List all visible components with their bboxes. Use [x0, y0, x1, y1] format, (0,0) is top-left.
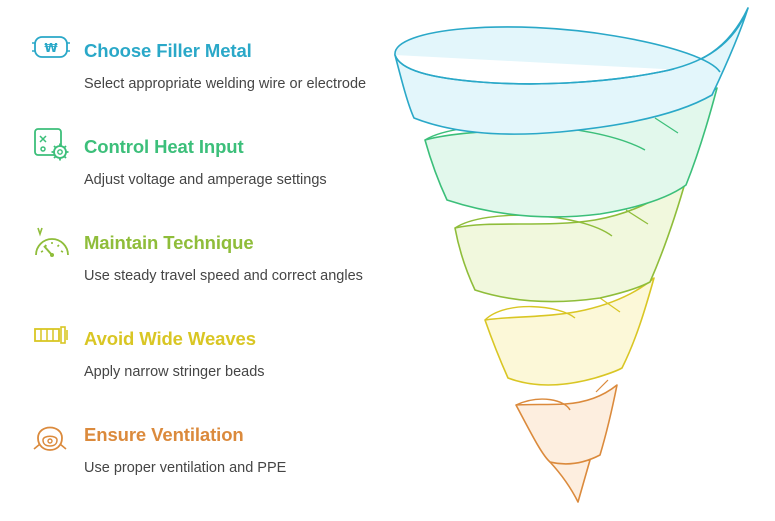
- step-title: Avoid Wide Weaves: [84, 328, 256, 349]
- funnel-tip: [549, 459, 591, 503]
- svg-text:₩: ₩: [44, 41, 58, 55]
- step-description: Use proper ventilation and PPE: [84, 460, 287, 476]
- step-description: Adjust voltage and amperage settings: [84, 172, 327, 188]
- step-maintain-technique: Maintain Technique Use steady travel spe…: [30, 224, 390, 304]
- step-title: Maintain Technique: [84, 232, 254, 253]
- step-description: Apply narrow stringer beads: [84, 364, 265, 380]
- speed-gauge-icon: [35, 227, 69, 257]
- funnel-ring-5: [515, 384, 618, 465]
- settings-panel-icon: [34, 128, 69, 161]
- weld-bead-icon: [34, 326, 68, 344]
- step-title: Ensure Ventilation: [84, 424, 244, 445]
- funnel-ring-3: [454, 175, 688, 303]
- step-title: Control Heat Input: [84, 136, 244, 157]
- step-control-heat-input: Control Heat Input Adjust voltage and am…: [30, 128, 390, 208]
- step-avoid-wide-weaves: Avoid Wide Weaves Apply narrow stringer …: [30, 320, 390, 400]
- funnel-ring-4: [484, 277, 655, 386]
- funnel-diagram: [394, 7, 749, 503]
- step-ensure-ventilation: Ensure Ventilation Use proper ventilatio…: [30, 416, 390, 496]
- step-description: Select appropriate welding wire or elect…: [84, 76, 367, 92]
- step-choose-filler-metal: ₩ Choose Filler Metal Select appropriate…: [30, 32, 390, 112]
- step-description: Use steady travel speed and correct angl…: [84, 268, 363, 284]
- step-title: Choose Filler Metal: [84, 40, 252, 61]
- wire-spool-icon: ₩: [32, 36, 70, 58]
- respirator-mask-icon: [33, 426, 67, 451]
